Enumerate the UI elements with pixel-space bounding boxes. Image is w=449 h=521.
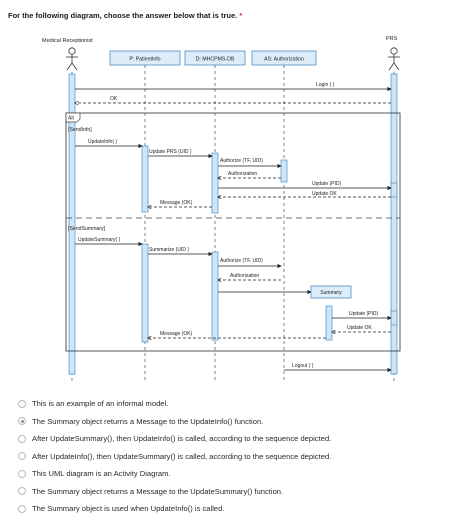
actor-label-receptionist: Medical Receptionist	[42, 38, 93, 44]
option-label: This is an example of an informal model.	[32, 399, 169, 409]
lifeline-label-authorization: AS: Authorization	[264, 57, 304, 63]
answer-options: This is an example of an informal model.…	[18, 395, 443, 518]
message-label-authorization1: Authorization	[228, 171, 257, 177]
radio-button[interactable]	[18, 487, 26, 496]
question-text: For the following diagram, choose the an…	[8, 11, 238, 20]
message-label-message2: Message (OK)	[160, 331, 193, 337]
option-3[interactable]: After UpdateSummary(), then UpdateInfo()…	[18, 430, 443, 448]
guard-sendsummary: [SendSummary]	[68, 226, 106, 232]
actor-figure-prs	[388, 47, 400, 71]
option-4[interactable]: After UpdateInfo(), then UpdateSummary()…	[18, 448, 443, 466]
message-label-update-ok2: Update OK	[347, 325, 372, 331]
option-label: The Summary object returns a Message to …	[32, 486, 284, 496]
message-label-message1: Message (OK)	[160, 200, 193, 206]
radio-button[interactable]	[18, 452, 26, 461]
option-1[interactable]: This is an example of an informal model.	[18, 395, 443, 413]
message-label-authorize2: Authorize (TF, UID)	[220, 258, 263, 264]
message-label-update-ok1: Update OK	[312, 191, 337, 197]
option-label: After UpdateSummary(), then UpdateInfo()…	[32, 434, 332, 444]
message-label-update-pid2: Update (PID)	[349, 311, 379, 317]
required-asterisk: *	[239, 11, 243, 20]
option-label: This UML diagram is an Activity Diagram.	[32, 469, 171, 479]
radio-button-selected[interactable]	[18, 417, 26, 426]
option-2[interactable]: The Summary object returns a Message to …	[18, 413, 443, 431]
actor-figure-receptionist	[66, 47, 78, 71]
actor-label-prs: PRS	[386, 36, 398, 42]
summery-object-label: Summery	[320, 290, 342, 296]
summery-object-box	[310, 285, 352, 299]
option-5[interactable]: This UML diagram is an Activity Diagram.	[18, 465, 443, 483]
option-label: The Summary object is used when UpdateIn…	[32, 504, 225, 514]
lifeline-mhcpms-db: D: MHCPMS-DB	[184, 50, 246, 66]
guard-sendinfo: [SendInfo]	[68, 127, 92, 133]
message-label-update-pid1: Update (PID)	[312, 181, 342, 187]
radio-button[interactable]	[18, 469, 26, 478]
radio-button[interactable]	[18, 504, 26, 513]
lifeline-patientinfo: P: PatientInfo	[109, 50, 181, 66]
message-label-updatesummary: UpdateSummary( )	[78, 237, 121, 243]
message-label-authorize1: Authorize (TF, UID)	[220, 158, 263, 164]
sequence-diagram: Medical Receptionist PRS P: PatientInfo …	[42, 36, 401, 382]
lifeline-label-mhcpms-db: D: MHCPMS-DB	[196, 57, 235, 63]
message-label-authorization2: Authorization	[230, 273, 259, 279]
alt-fragment	[65, 112, 401, 352]
radio-button[interactable]	[18, 399, 26, 408]
lifeline-authorization: AS: Authorization	[251, 50, 317, 66]
message-label-ok: OK	[110, 96, 118, 102]
question-prompt: For the following diagram, choose the an…	[8, 11, 242, 20]
alt-tag-label: Alt	[68, 116, 74, 122]
option-label: The Summary object returns a Message to …	[32, 416, 264, 426]
message-label-summarize: Summarize (UID )	[149, 247, 189, 253]
message-label-logout: Logout ( )	[292, 363, 314, 369]
option-label: After UpdateInfo(), then UpdateSummary()…	[32, 451, 332, 461]
message-label-update-prs: Update PRS (UID )	[149, 149, 192, 155]
radio-button[interactable]	[18, 434, 26, 443]
option-7[interactable]: The Summary object is used when UpdateIn…	[18, 500, 443, 518]
option-6[interactable]: The Summary object returns a Message to …	[18, 483, 443, 501]
message-label-updateinfo: UpdateInfo( )	[88, 139, 118, 145]
message-label-login: Login ( )	[316, 82, 335, 88]
lifeline-label-patientinfo: P: PatientInfo	[129, 57, 160, 63]
activation-bars	[68, 73, 398, 375]
alt-tag	[65, 112, 81, 123]
